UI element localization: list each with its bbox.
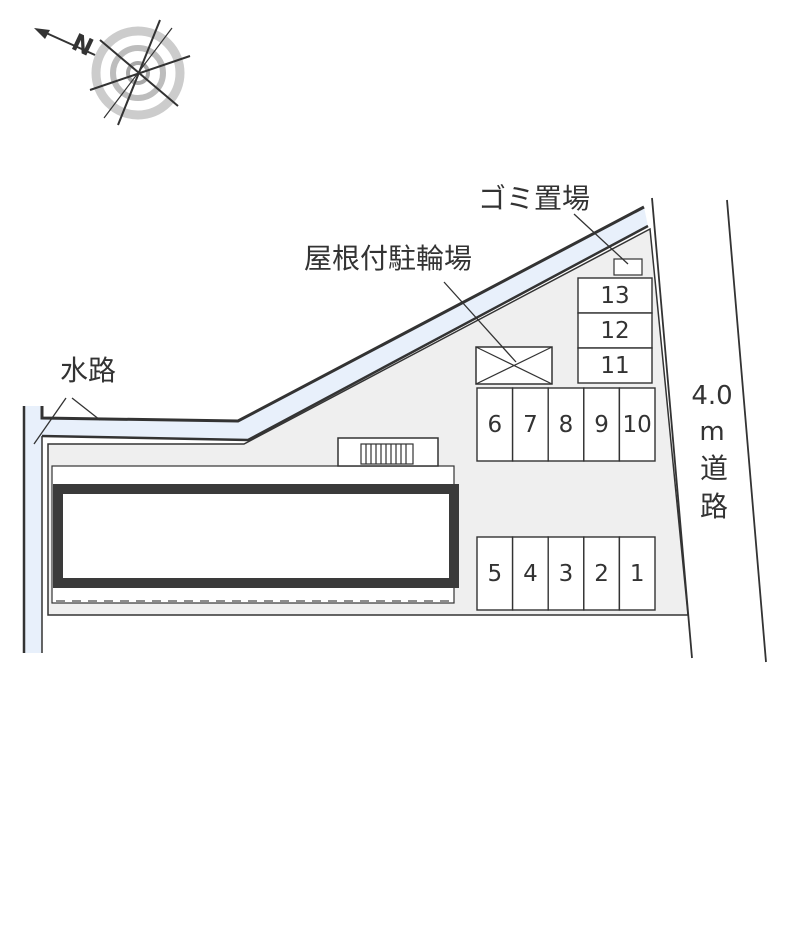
parking-stall <box>583 387 621 462</box>
garbage-area <box>613 258 643 276</box>
parking-stall <box>618 387 656 462</box>
parking-stall <box>547 536 585 611</box>
parking-stall <box>577 277 653 314</box>
road-edge-right <box>726 199 767 663</box>
parking-stall <box>511 536 549 611</box>
parking-stall <box>476 536 514 611</box>
stairs-icon <box>360 443 414 465</box>
parking-stall-number: 2 <box>594 561 609 587</box>
bike-parking <box>475 346 553 385</box>
compass-icon: N <box>34 19 191 126</box>
waterway <box>24 207 648 653</box>
parking-column-right: 13 12 11 <box>577 277 653 384</box>
parking-stall-number: 4 <box>523 561 538 587</box>
parking-stall-number: 13 <box>600 283 629 309</box>
road-label-char1: 道 <box>700 452 728 485</box>
building-wall <box>53 484 459 588</box>
road-label-char2: 路 <box>700 490 728 523</box>
parking-stall-number: 12 <box>600 318 629 344</box>
parking-stall-number: 1 <box>630 561 645 587</box>
parking-stall <box>476 387 514 462</box>
parking-stall-number: 10 <box>623 412 652 438</box>
compass-north-label: N <box>67 28 97 62</box>
parking-stall-number: 9 <box>594 412 609 438</box>
parking-stall <box>577 312 653 349</box>
garbage-label: ゴミ置場 <box>478 182 590 215</box>
parking-stall-number: 8 <box>559 412 574 438</box>
road-unit-label: m <box>699 417 724 447</box>
parking-stall <box>583 536 621 611</box>
parking-stall-number: 11 <box>600 353 629 379</box>
parking-stall <box>618 536 656 611</box>
bike-parking-label: 屋根付駐輪場 <box>304 242 472 275</box>
parking-stall-number: 5 <box>487 561 502 587</box>
parking-stall <box>577 347 653 384</box>
road-edge-left <box>651 197 693 659</box>
parking-stall-number: 3 <box>559 561 574 587</box>
parking-stall-number: 7 <box>523 412 538 438</box>
parking-stall-number: 6 <box>487 412 502 438</box>
waterway-label: 水路 <box>60 354 116 387</box>
road-width-label: 4.0 <box>691 381 732 411</box>
parking-stall <box>547 387 585 462</box>
